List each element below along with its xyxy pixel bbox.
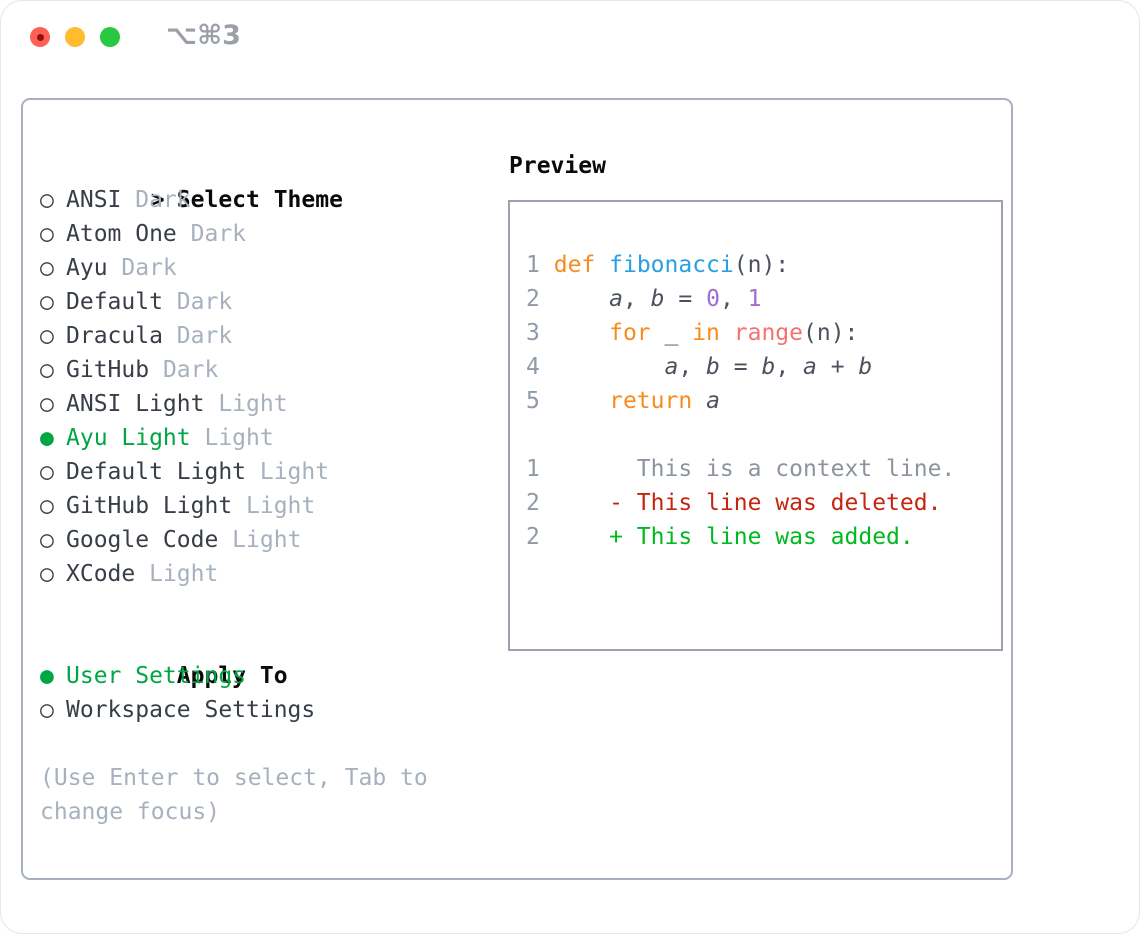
preview-title: Preview bbox=[509, 153, 606, 179]
theme-item-dracula[interactable]: ○ Dracula Dark bbox=[40, 319, 500, 353]
theme-name: Ayu bbox=[66, 255, 108, 281]
code-line: 1 def fibonacci(n): bbox=[526, 252, 790, 278]
line-number: 2 bbox=[526, 524, 540, 550]
theme-variant-tag: Light bbox=[218, 527, 302, 553]
theme-variant-tag: Dark bbox=[121, 187, 191, 213]
theme-name: GitHub bbox=[66, 357, 150, 383]
theme-item-github-light[interactable]: ○ GitHub Light Light bbox=[40, 489, 500, 523]
radio-icon: ○ bbox=[40, 561, 54, 587]
line-number: 2 bbox=[526, 490, 540, 516]
diff-line-del: 2 - This line was deleted. bbox=[526, 486, 1001, 520]
theme-name: XCode bbox=[66, 561, 136, 587]
theme-item-xcode[interactable]: ○ XCode Light bbox=[40, 557, 500, 591]
diff-preview: 1 This is a context line.2 - This line w… bbox=[526, 452, 1001, 554]
theme-variant-tag: Dark bbox=[162, 323, 233, 349]
apply-to-header: Apply To bbox=[40, 625, 500, 689]
code-line: 4 a, b = b, a + b bbox=[526, 354, 873, 380]
apply-item-workspace-settings[interactable]: ○ Workspace Settings bbox=[40, 693, 500, 727]
theme-variant-tag: Dark bbox=[149, 357, 219, 383]
spacer bbox=[40, 591, 500, 625]
theme-variant-tag: Light bbox=[135, 561, 219, 587]
theme-variant-tag: Dark bbox=[162, 289, 233, 315]
radio-selected-icon: ● bbox=[40, 663, 54, 689]
help-text-line1: (Use Enter to select, Tab to bbox=[40, 765, 428, 791]
apply-target-name: Workspace Settings bbox=[66, 697, 316, 723]
diff-text: This is a context line. bbox=[539, 456, 956, 482]
spacer bbox=[526, 418, 1001, 452]
line-number: 4 bbox=[526, 354, 540, 380]
code-preview: 1 def fibonacci(n): 2 a, b = 0, 1 3 for _ … bbox=[526, 248, 1001, 418]
diff-line-ctx: 1 This is a context line. bbox=[526, 452, 1001, 486]
close-dot-icon bbox=[36, 33, 44, 41]
diff-text: - This line was deleted. bbox=[539, 490, 942, 516]
line-number: 1 bbox=[526, 252, 540, 278]
radio-icon: ○ bbox=[40, 527, 54, 553]
radio-icon: ○ bbox=[40, 289, 54, 315]
line-number: 3 bbox=[526, 320, 540, 346]
theme-list-header: > Select Theme bbox=[40, 149, 500, 213]
theme-name: ANSI Light bbox=[66, 391, 205, 417]
zoom-button[interactable] bbox=[100, 27, 120, 47]
radio-selected-icon: ● bbox=[40, 425, 54, 451]
theme-name: GitHub Light bbox=[66, 493, 233, 519]
theme-variant-tag: Light bbox=[232, 493, 316, 519]
theme-variant-tag: Dark bbox=[176, 221, 247, 247]
theme-item-google-code[interactable]: ○ Google Code Light bbox=[40, 523, 500, 557]
radio-icon: ○ bbox=[40, 187, 54, 213]
theme-list-title: Select Theme bbox=[176, 187, 343, 213]
apply-to-list: ● User Settings ○ Workspace Settings bbox=[40, 659, 500, 727]
radio-icon: ○ bbox=[40, 697, 54, 723]
theme-item-atom-one[interactable]: ○ Atom One Dark bbox=[40, 217, 500, 251]
theme-variant-tag: Light bbox=[204, 391, 288, 417]
theme-variant-tag: Dark bbox=[107, 255, 177, 281]
line-number: 1 bbox=[526, 456, 540, 482]
radio-icon: ○ bbox=[40, 357, 54, 383]
theme-name: Ayu Light bbox=[66, 425, 191, 451]
cursor-marker-icon: > bbox=[150, 187, 165, 213]
radio-icon: ○ bbox=[40, 493, 54, 519]
theme-item-ansi-light[interactable]: ○ ANSI Light Light bbox=[40, 387, 500, 421]
preview-box: 1 def fibonacci(n): 2 a, b = 0, 1 3 for _ … bbox=[508, 200, 1003, 651]
radio-icon: ○ bbox=[40, 323, 54, 349]
titlebar: ⌥⌘3 bbox=[0, 0, 1140, 76]
close-button[interactable] bbox=[30, 27, 50, 47]
apply-target-name: User Settings bbox=[66, 663, 247, 689]
spacer bbox=[40, 727, 500, 761]
theme-name: ANSI bbox=[66, 187, 122, 213]
line-number: 2 bbox=[526, 286, 540, 312]
diff-text: + This line was added. bbox=[539, 524, 914, 550]
theme-item-ayu-light[interactable]: ● Ayu Light Light bbox=[40, 421, 500, 455]
theme-list: ○ ANSI Dark ○ Atom One Dark ○ Ayu Dark ○ Defaul… bbox=[40, 183, 500, 591]
code-line: 5 return a bbox=[526, 388, 720, 414]
theme-variant-tag: Light bbox=[246, 459, 330, 485]
apply-to-title: Apply To bbox=[176, 663, 288, 689]
theme-variant-tag: Light bbox=[190, 425, 274, 451]
theme-name: Atom One bbox=[66, 221, 177, 247]
theme-item-ayu[interactable]: ○ Ayu Dark bbox=[40, 251, 500, 285]
main-panel: > Select Theme ○ ANSI Dark ○ Atom One Dark ○ A… bbox=[21, 98, 1013, 880]
radio-icon: ○ bbox=[40, 459, 54, 485]
line-number: 5 bbox=[526, 388, 540, 414]
diff-line-add: 2 + This line was added. bbox=[526, 520, 1001, 554]
code-line: 2 a, b = 0, 1 bbox=[526, 286, 762, 312]
theme-item-default[interactable]: ○ Default Dark bbox=[40, 285, 500, 319]
theme-item-ansi[interactable]: ○ ANSI Dark bbox=[40, 183, 500, 217]
apply-item-user-settings[interactable]: ● User Settings bbox=[40, 659, 500, 693]
theme-name: Google Code bbox=[66, 527, 219, 553]
window-title: ⌥⌘3 bbox=[166, 20, 241, 51]
theme-item-default-light[interactable]: ○ Default Light Light bbox=[40, 455, 500, 489]
radio-icon: ○ bbox=[40, 255, 54, 281]
radio-icon: ○ bbox=[40, 391, 54, 417]
theme-name: Dracula bbox=[66, 323, 163, 349]
theme-item-github[interactable]: ○ GitHub Dark bbox=[40, 353, 500, 387]
radio-icon: ○ bbox=[40, 221, 54, 247]
theme-name: Default bbox=[66, 289, 163, 315]
theme-column: > Select Theme ○ ANSI Dark ○ Atom One Dark ○ A… bbox=[40, 149, 500, 829]
code-line: 3 for _ in range(n): bbox=[526, 320, 859, 346]
help-text-line2: change focus) bbox=[40, 799, 221, 825]
minimize-button[interactable] bbox=[65, 27, 85, 47]
theme-name: Default Light bbox=[66, 459, 247, 485]
